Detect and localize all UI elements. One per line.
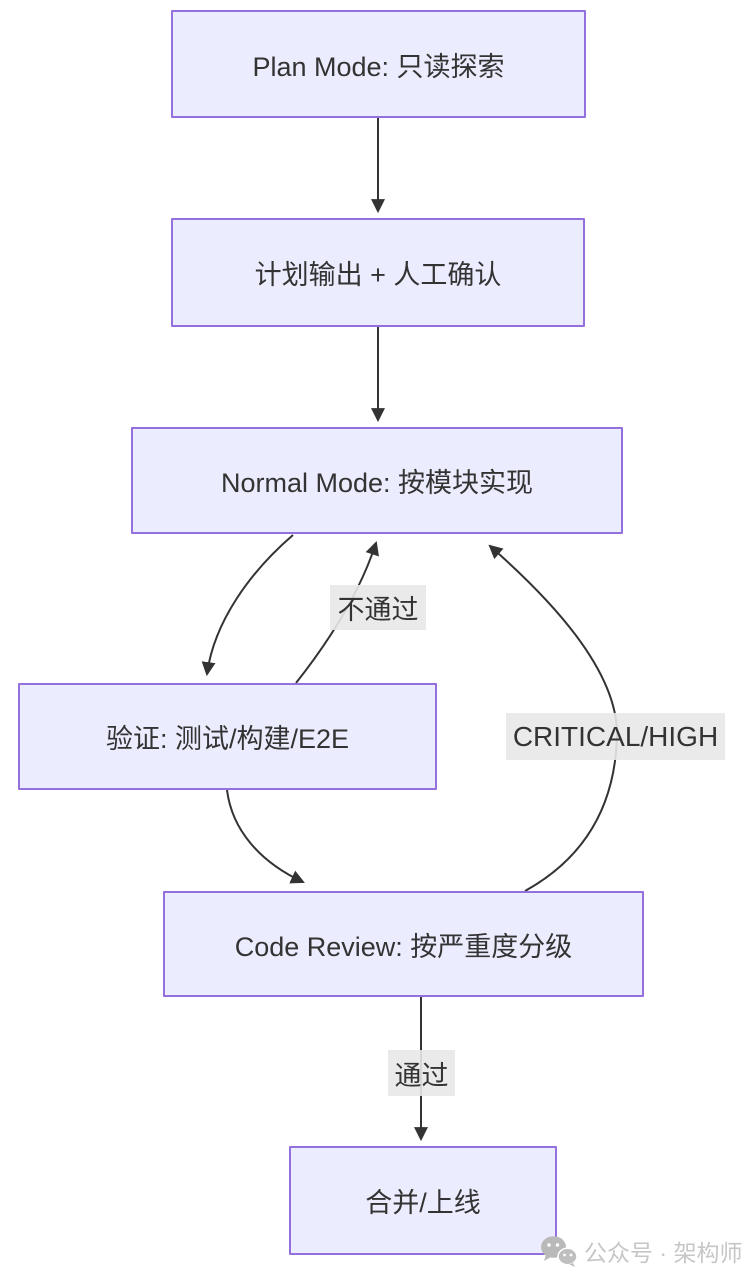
node-normal-mode: Normal Mode: 按模块实现 — [131, 427, 623, 534]
edge-label-pass: 通过 — [388, 1050, 455, 1096]
node-code-review: Code Review: 按严重度分级 — [163, 891, 644, 997]
edge-normal-to-verify — [201, 534, 294, 677]
node-plan-mode: Plan Mode: 只读探索 — [171, 10, 586, 118]
node-verify-label: 验证: 测试/构建/E2E — [105, 724, 350, 754]
node-verify: 验证: 测试/构建/E2E — [18, 683, 437, 790]
node-merge-release: 合并/上线 — [289, 1146, 557, 1255]
edge-label-critical-high-text: CRITICAL/HIGH — [512, 720, 719, 752]
node-plan-output-confirm-label: 计划输出 + 人工确认 — [254, 260, 502, 290]
node-code-review-label: Code Review: 按严重度分级 — [234, 931, 573, 962]
watermark-text: 公众号 · 架构师 — [584, 1240, 743, 1266]
node-plan-output-confirm: 计划输出 + 人工确认 — [171, 218, 585, 327]
node-normal-mode-label: Normal Mode: 按模块实现 — [220, 468, 534, 498]
edge-label-fail-text: 不通过 — [337, 595, 419, 625]
wechat-chat-bubbles-icon — [541, 1236, 578, 1267]
node-merge-release-label: 合并/上线 — [365, 1188, 481, 1218]
edge-label-pass-text: 通过 — [394, 1060, 449, 1091]
edge-label-critical-high: CRITICAL/HIGH — [506, 713, 725, 760]
watermark: 公众号 · 架构师 — [540, 1234, 742, 1268]
edge-label-fail: 不通过 — [330, 585, 426, 630]
node-plan-mode-label: Plan Mode: 只读探索 — [252, 51, 505, 82]
edge-verify-to-review — [226, 789, 305, 884]
